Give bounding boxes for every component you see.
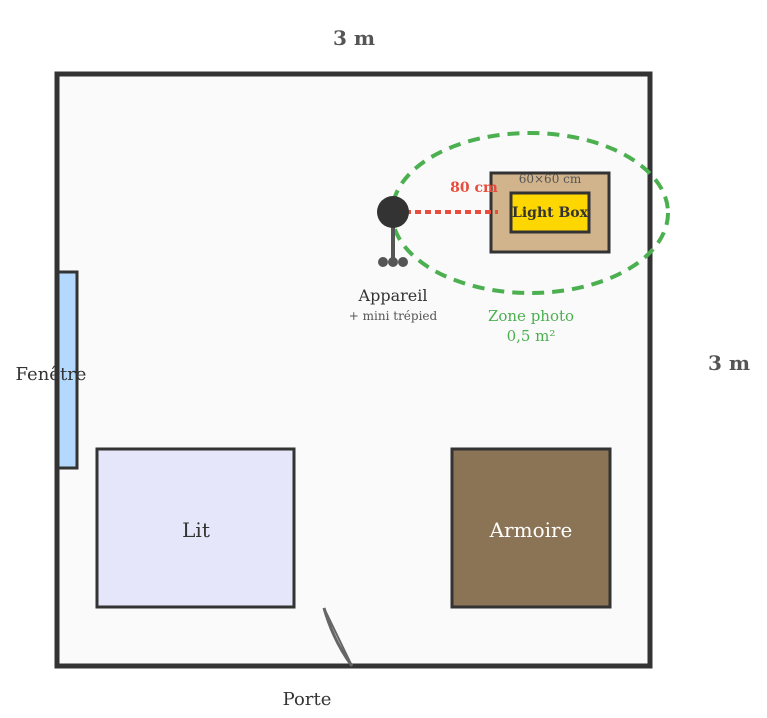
zone-area: 0,5 m² (507, 327, 556, 345)
lightbox-size-label: 60×60 cm (519, 172, 582, 186)
tripod-foot-center (388, 257, 398, 267)
door-leaf (323, 607, 353, 667)
door-label: Porte (283, 689, 332, 710)
lightbox-label: Light Box (512, 205, 589, 221)
bed (95, 447, 296, 609)
dimension-right: 3 m (708, 351, 750, 375)
window-label: Fenêtre (16, 364, 87, 385)
camera-sublabel: + mini trépied (349, 309, 438, 323)
distance-label: 80 cm (450, 180, 498, 196)
wardrobe (450, 447, 612, 609)
tripod-foot-right (398, 257, 408, 267)
window (56, 270, 79, 470)
camera (377, 196, 409, 267)
door[interactable] (322, 607, 354, 667)
camera-body (377, 196, 409, 228)
wardrobe-label: Armoire (489, 518, 573, 542)
camera-label: Appareil (358, 286, 428, 305)
tripod-foot-left (378, 257, 388, 267)
zone-label: Zone photo (488, 307, 574, 325)
dimension-top: 3 m (333, 26, 375, 50)
bed-label: Lit (182, 518, 210, 542)
lightbox (509, 191, 591, 234)
